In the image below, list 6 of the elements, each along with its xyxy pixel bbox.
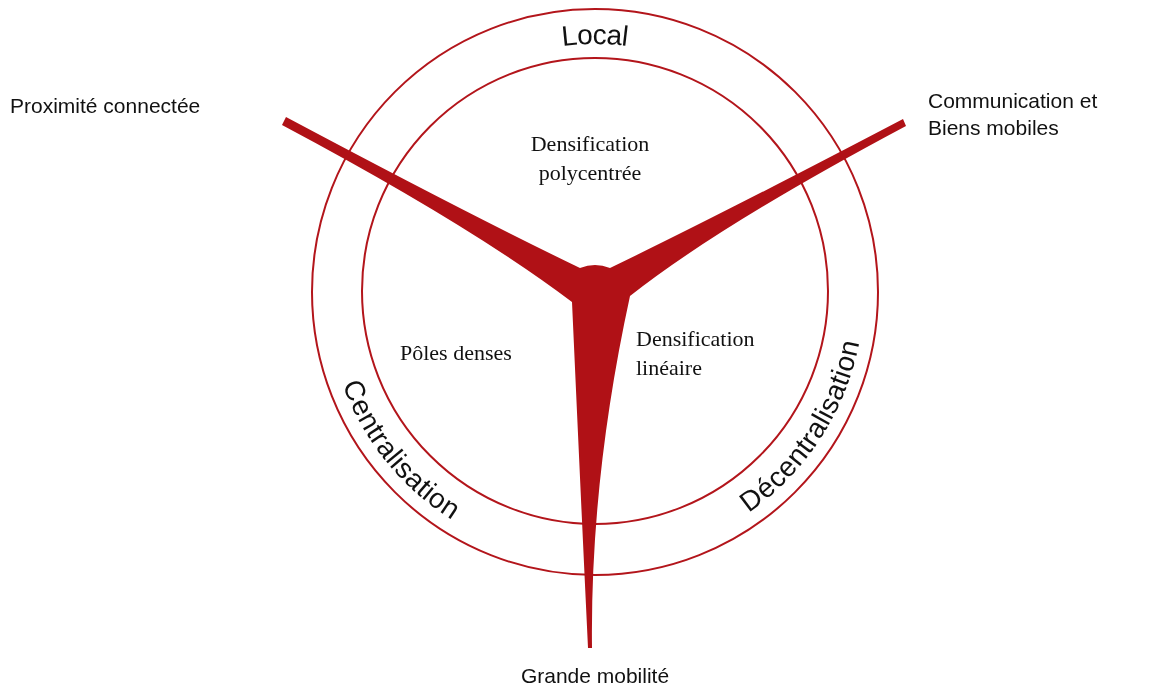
text-label: Proximité connectée bbox=[10, 93, 202, 119]
ring-label: Local bbox=[560, 18, 631, 52]
text-label: Densification polycentrée bbox=[529, 130, 651, 187]
text-label: Pôles denses bbox=[400, 339, 513, 367]
text-label: Communication et Biens mobiles bbox=[928, 88, 1099, 142]
text-label: Grande mobilité bbox=[519, 663, 671, 689]
